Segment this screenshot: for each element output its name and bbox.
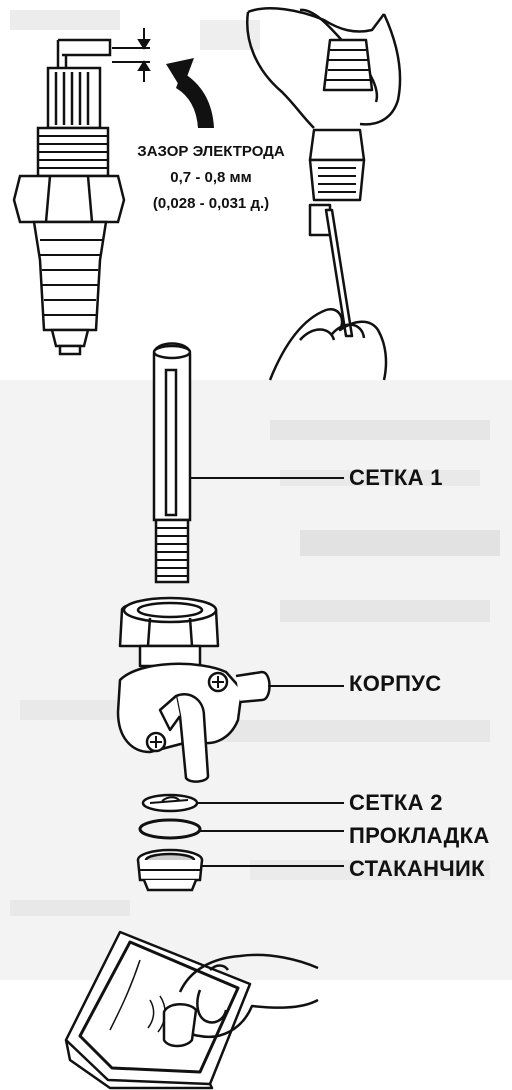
gap-metric: 0,7 - 0,8 мм xyxy=(120,169,302,186)
rotation-arrow xyxy=(166,58,214,128)
screen-2-illustration xyxy=(143,795,197,811)
spark-plug-illustration xyxy=(14,40,124,354)
spark-plug-gap-annotation: ЗАЗОР ЭЛЕКТРОДА 0,7 - 0,8 мм (0,028 - 0,… xyxy=(120,143,302,223)
label-screen-1: СЕТКА 1 xyxy=(349,465,443,491)
gap-imperial: (0,028 - 0,031 д.) xyxy=(120,195,302,212)
label-screen-2: СЕТКА 2 xyxy=(349,790,443,816)
label-gasket: ПРОКЛАДКА xyxy=(349,823,490,849)
screen-1-illustration xyxy=(154,344,190,583)
gap-title: ЗАЗОР ЭЛЕКТРОДА xyxy=(120,143,302,160)
label-cup: СТАКАНЧИК xyxy=(349,856,485,882)
gap-indicator xyxy=(112,28,150,82)
label-body: КОРПУС xyxy=(349,671,441,697)
cup-illustration xyxy=(138,850,202,890)
